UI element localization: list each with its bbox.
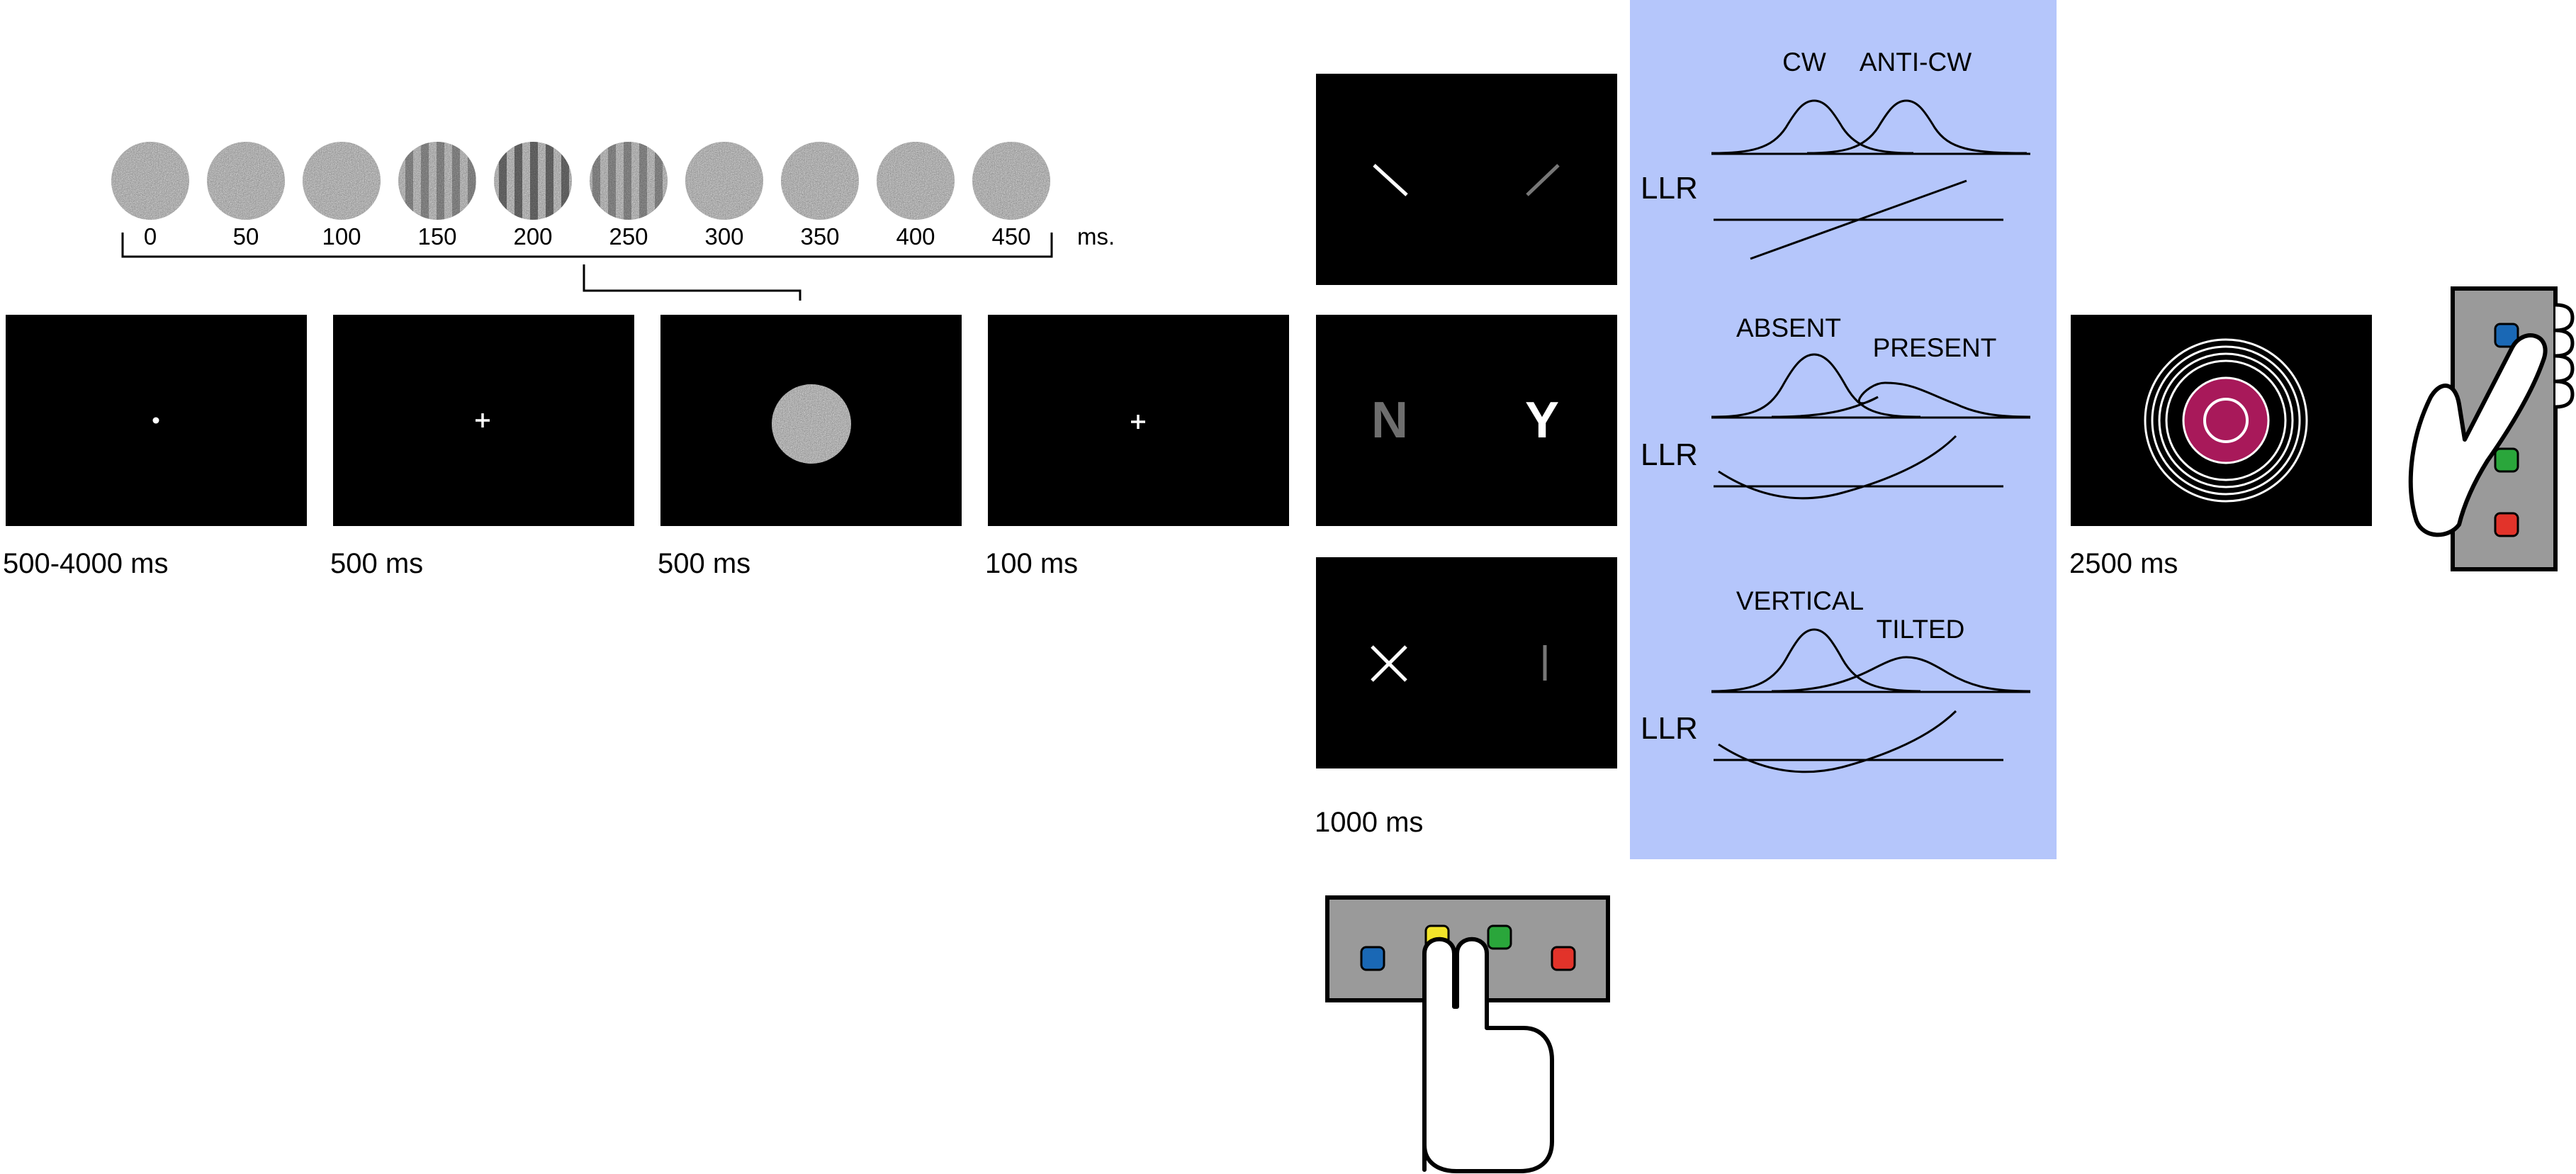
llr-curve [1718,435,1957,500]
finger-knuckles-icon [2555,303,2575,409]
left-distribution-curve [1711,353,1921,418]
right-distribution-label: TILTED [1877,615,1965,644]
response-screens: N Y 1000 ms [1315,74,1617,838]
noise-disc-200 [494,142,572,220]
frame-duration: 500-4000 ms [3,548,168,579]
left-distribution-label: ABSENT [1736,313,1841,342]
timeline-tick-label: 400 [896,223,935,250]
blue-button [1360,946,1385,971]
anticw-line-icon [1526,164,1560,196]
blue-button [2494,323,2519,348]
hand-pointing-icon [2408,333,2548,537]
confidence-fill [2182,376,2270,464]
frame-fixation-dot: 500-4000 ms [3,315,307,579]
trial-frames: 500-4000 ms 500 ms 500 ms 100 ms [3,315,1289,579]
frame-duration: 500 ms [658,548,750,579]
red-button [1551,946,1576,971]
model-panel-background [1630,0,2057,859]
frame-stimulus: 500 ms [658,315,962,579]
timeline-tick-label: 350 [800,223,839,250]
timeline-tick-label: 150 [417,223,456,250]
timeline-bracket [121,233,1053,258]
right-distribution-curve [1771,656,2031,693]
vertical-button-box [2408,286,2575,571]
timeline-tick-label: 100 [322,223,361,250]
model-row-tilt: VERTICAL TILTED LLR [1641,586,2031,773]
confidence-target [2144,338,2308,503]
timeline-tick-label: 450 [991,223,1030,250]
noise-disc-250 [590,142,668,220]
right-distribution-curve [1771,381,2031,418]
noise-disc-0 [111,142,189,220]
frame-fixation-cross: 500 ms [330,315,634,579]
model-panel: CW ANTI-CW LLR ABSENT PRESENT LLR VERTIC… [1630,0,2057,859]
fixation-cross-icon [476,413,490,427]
horizontal-button-box [1325,895,1610,1173]
frame-mask-fixation: 100 ms [985,315,1289,579]
response-screen-detection: N Y [1316,315,1617,526]
timeline-unit-label: ms. [1077,223,1115,250]
timeline-tick-label: 300 [704,223,743,250]
green-button [1487,924,1512,950]
fixation-cross-icon [1131,415,1145,429]
timeline-tick-label: 250 [609,223,648,250]
response-screen-tilt [1316,557,1617,768]
left-distribution-curve [1711,628,1921,693]
noise-disc-400 [877,142,955,220]
right-distribution-label: PRESENT [1873,333,1997,362]
cw-line-icon [1373,164,1408,196]
confidence-duration: 2500 ms [2069,548,2178,579]
fixation-dot [152,417,159,424]
no-symbol: N [1371,392,1408,449]
right-distribution-label: ANTI-CW [1860,47,1972,77]
stimulus-timeline: 0 50 100 150 200 250 300 350 400 450 ms. [111,142,1115,301]
timeline-tick-label: 200 [513,223,552,250]
llr-curve [1718,710,1957,773]
model-row-detection: ABSENT PRESENT LLR [1641,313,2031,500]
frame-duration: 500 ms [330,548,423,579]
yes-symbol: Y [1525,392,1559,449]
noise-disc-150 [398,142,476,220]
noise-disc-100 [303,142,381,220]
model-row-orientation: CW ANTI-CW LLR [1641,47,2030,260]
llr-label: LLR [1641,437,1698,472]
right-distribution-curve [1806,99,2027,155]
timeline-tick-label: 0 [144,223,157,250]
green-button [2494,447,2519,473]
left-distribution-label: CW [1782,47,1826,77]
noise-disc-450 [972,142,1050,220]
red-button [2494,512,2519,537]
noise-disc-50 [207,142,285,220]
response-screen-orientation [1316,74,1617,285]
noise-disc-300 [685,142,763,220]
stimulus-window-bracket [583,264,802,301]
response-duration: 1000 ms [1315,807,1423,838]
left-distribution-label: VERTICAL [1736,586,1864,615]
llr-label: LLR [1641,171,1698,206]
frame-duration: 100 ms [985,548,1078,579]
llr-linear-curve [1750,179,1967,260]
confidence-screen: 2500 ms [2069,315,2372,579]
left-distribution-curve [1711,99,1914,155]
noise-disc-350 [781,142,859,220]
cross-icon [1371,645,1407,682]
noise-disc [772,384,851,464]
timeline-tick-label: 50 [233,223,259,250]
hand-two-fingers-icon [1422,937,1554,1173]
llr-label: LLR [1641,711,1698,746]
